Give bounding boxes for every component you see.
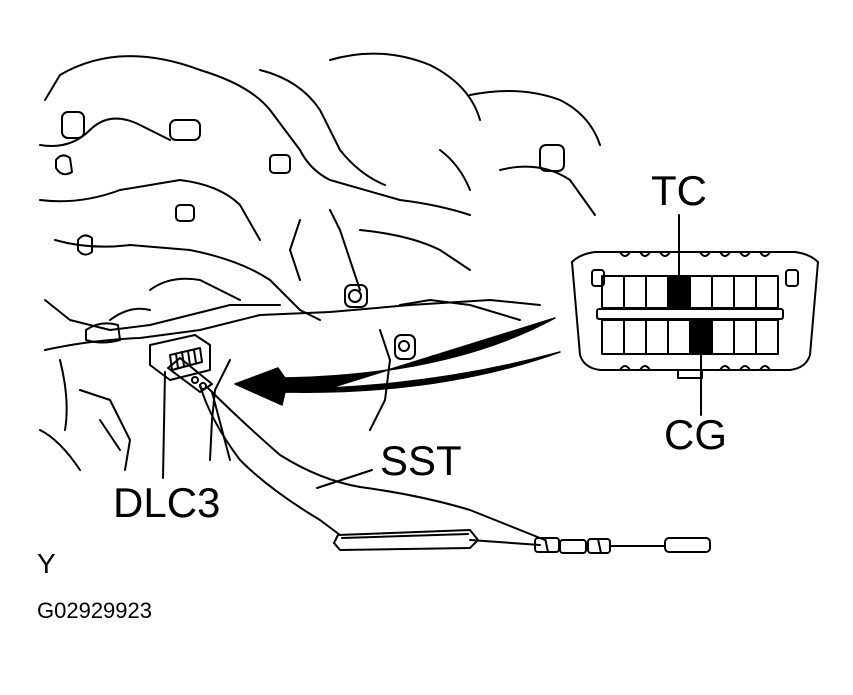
sst-wires (199, 384, 546, 541)
figure-id-label: G02929923 (37, 598, 152, 623)
sst-label: SST (380, 437, 462, 484)
tc-label: TC (651, 167, 707, 214)
dlc3-leader-line (162, 371, 166, 479)
cg-terminal (689, 319, 713, 355)
sst-jumper-plugs (534, 537, 711, 554)
sst-bar-tool (333, 529, 541, 551)
dashboard-details (55, 111, 565, 360)
tc-terminal (667, 275, 691, 309)
cg-label: CG (664, 411, 727, 458)
dashboard-outline (39, 52, 601, 471)
sst-leader-line (316, 469, 373, 489)
pointer-arrow (234, 317, 561, 406)
dlc3-terminal-diagram (571, 251, 819, 379)
view-marker-label: Y (37, 548, 56, 579)
dlc3-label: DLC3 (113, 479, 221, 526)
